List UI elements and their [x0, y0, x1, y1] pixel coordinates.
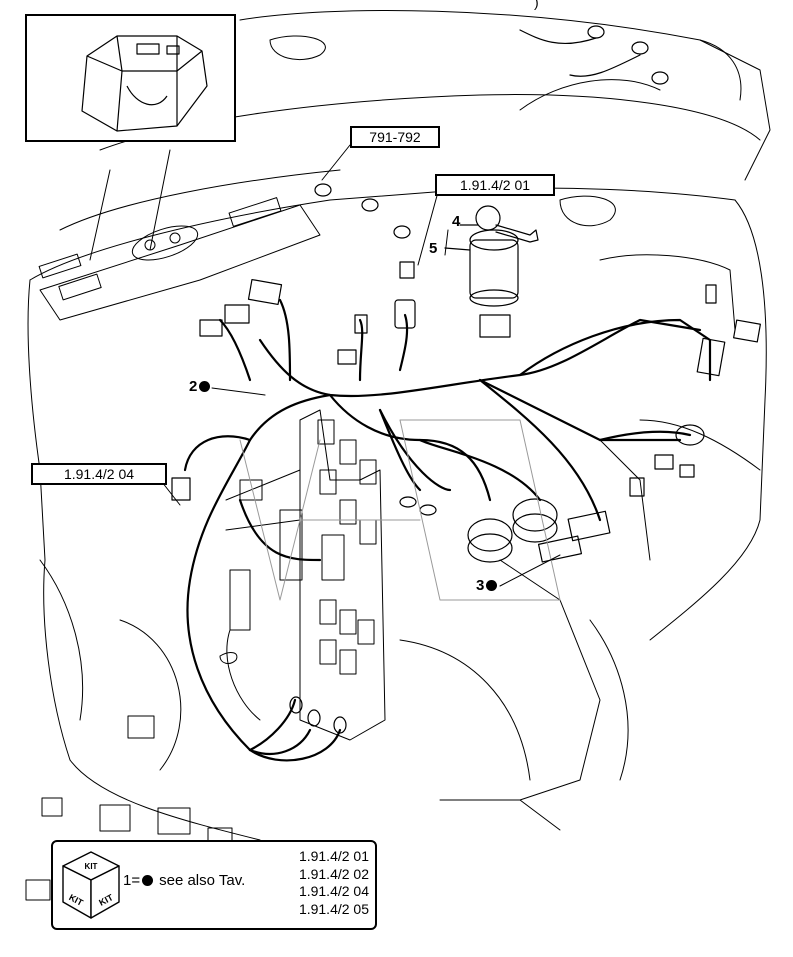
cab-thumbnail-icon: [81, 35, 208, 132]
cab-thumbnail: [25, 14, 236, 142]
legend-ref-item: 1.91.4/2 02: [298, 865, 369, 882]
ignition-switch: [444, 205, 539, 307]
callout-2: 2: [189, 378, 211, 395]
legend-ref-item: 1.91.4/2 04: [298, 883, 369, 899]
kit-legend: KIT KIT KIT 1= see also Tav. 1.91.4/2 01 …: [51, 840, 377, 930]
ref-box-1-91-4-2-01: 1.91.4/2 01: [435, 174, 555, 196]
legend-refs: 1.91.4/2 01 1.91.4/2 02 1.91.4/2 04 1.91…: [299, 848, 369, 918]
legend-equation: 1= see also Tav.: [123, 872, 245, 889]
cab-outline: [27, 9, 771, 841]
callout-2-label: 2: [189, 378, 198, 395]
legend-prefix: 1=: [123, 872, 141, 889]
kit-dot-icon: [486, 580, 498, 591]
legend-ref-item: 1.91.4/2 01: [298, 848, 369, 864]
main-harness: [183, 298, 712, 762]
kit-box-icon: KIT KIT KIT: [62, 851, 120, 919]
instrument-panel: [38, 197, 321, 321]
top-right-mark: ): [534, 0, 539, 10]
callout-4: 4: [452, 213, 461, 230]
legend-ref-item: 1.91.4/2 05: [298, 900, 369, 917]
watermark-outline: [239, 419, 561, 601]
ref-box-791-792: 791-792: [350, 126, 440, 148]
kit-text-top: KIT: [85, 862, 98, 871]
connectors: [171, 25, 761, 734]
kit-dot-icon: [199, 381, 211, 392]
callout-3-label: 3: [476, 577, 485, 594]
ref-box-1-91-4-2-04: 1.91.4/2 04: [31, 463, 167, 485]
leader-lines: [161, 144, 561, 587]
legend-see-also: see also Tav.: [159, 872, 246, 889]
callout-3: 3: [476, 577, 498, 594]
kit-dot-icon: [142, 875, 154, 886]
fuse-relay-box: [225, 409, 386, 741]
callout-5: 5: [429, 240, 438, 257]
